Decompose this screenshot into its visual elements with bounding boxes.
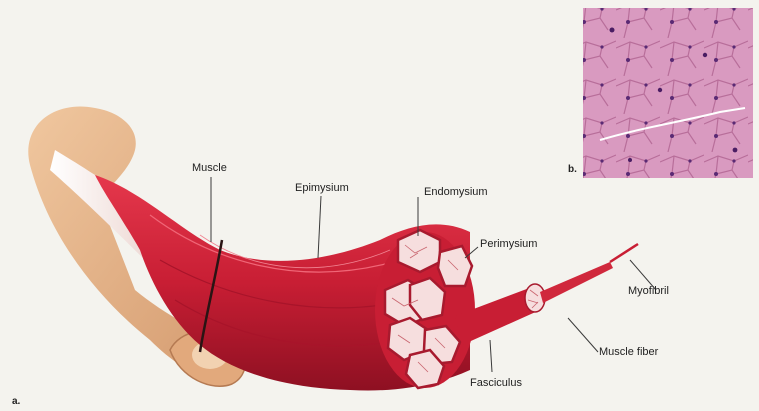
label-muscle-fiber: Muscle fiber (599, 346, 658, 358)
panel-label-a: a. (12, 396, 20, 407)
myofibril (610, 244, 638, 262)
micrograph (583, 8, 753, 178)
muscle-fiber (540, 262, 613, 303)
panel-label-b: b. (568, 164, 577, 175)
label-epimysium: Epimysium (295, 182, 349, 194)
label-muscle: Muscle (192, 162, 227, 174)
label-perimysium: Perimysium (480, 238, 537, 250)
label-endomysium: Endomysium (424, 186, 488, 198)
label-fasciculus: Fasciculus (470, 377, 522, 389)
label-myofibril: Myofibril (628, 285, 669, 297)
